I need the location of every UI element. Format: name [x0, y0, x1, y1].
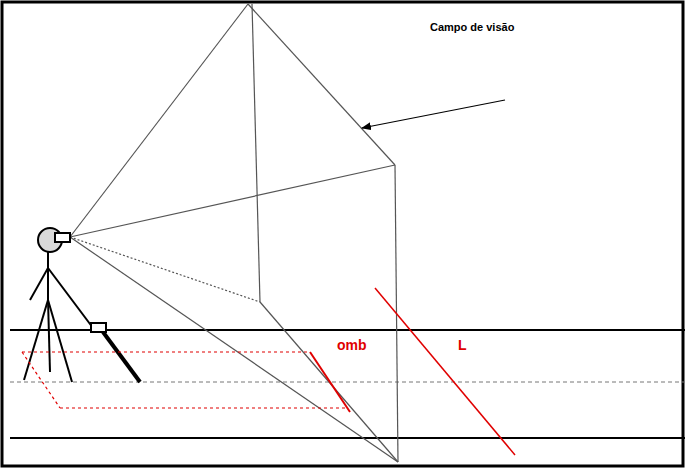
shadow-region	[22, 352, 350, 412]
road-edge	[10, 329, 685, 331]
road-centre-line	[10, 382, 685, 383]
hand-device	[91, 323, 106, 332]
length-line	[375, 288, 515, 455]
road-edge	[10, 437, 685, 439]
shadow-label: omb	[337, 338, 367, 353]
length-label: L	[458, 338, 467, 353]
pointer-arrow	[362, 100, 505, 128]
view-pyramid	[70, 4, 398, 462]
person-figure	[24, 228, 140, 382]
head-camera	[55, 233, 70, 242]
field-of-view-label: Campo de visão	[430, 21, 514, 33]
